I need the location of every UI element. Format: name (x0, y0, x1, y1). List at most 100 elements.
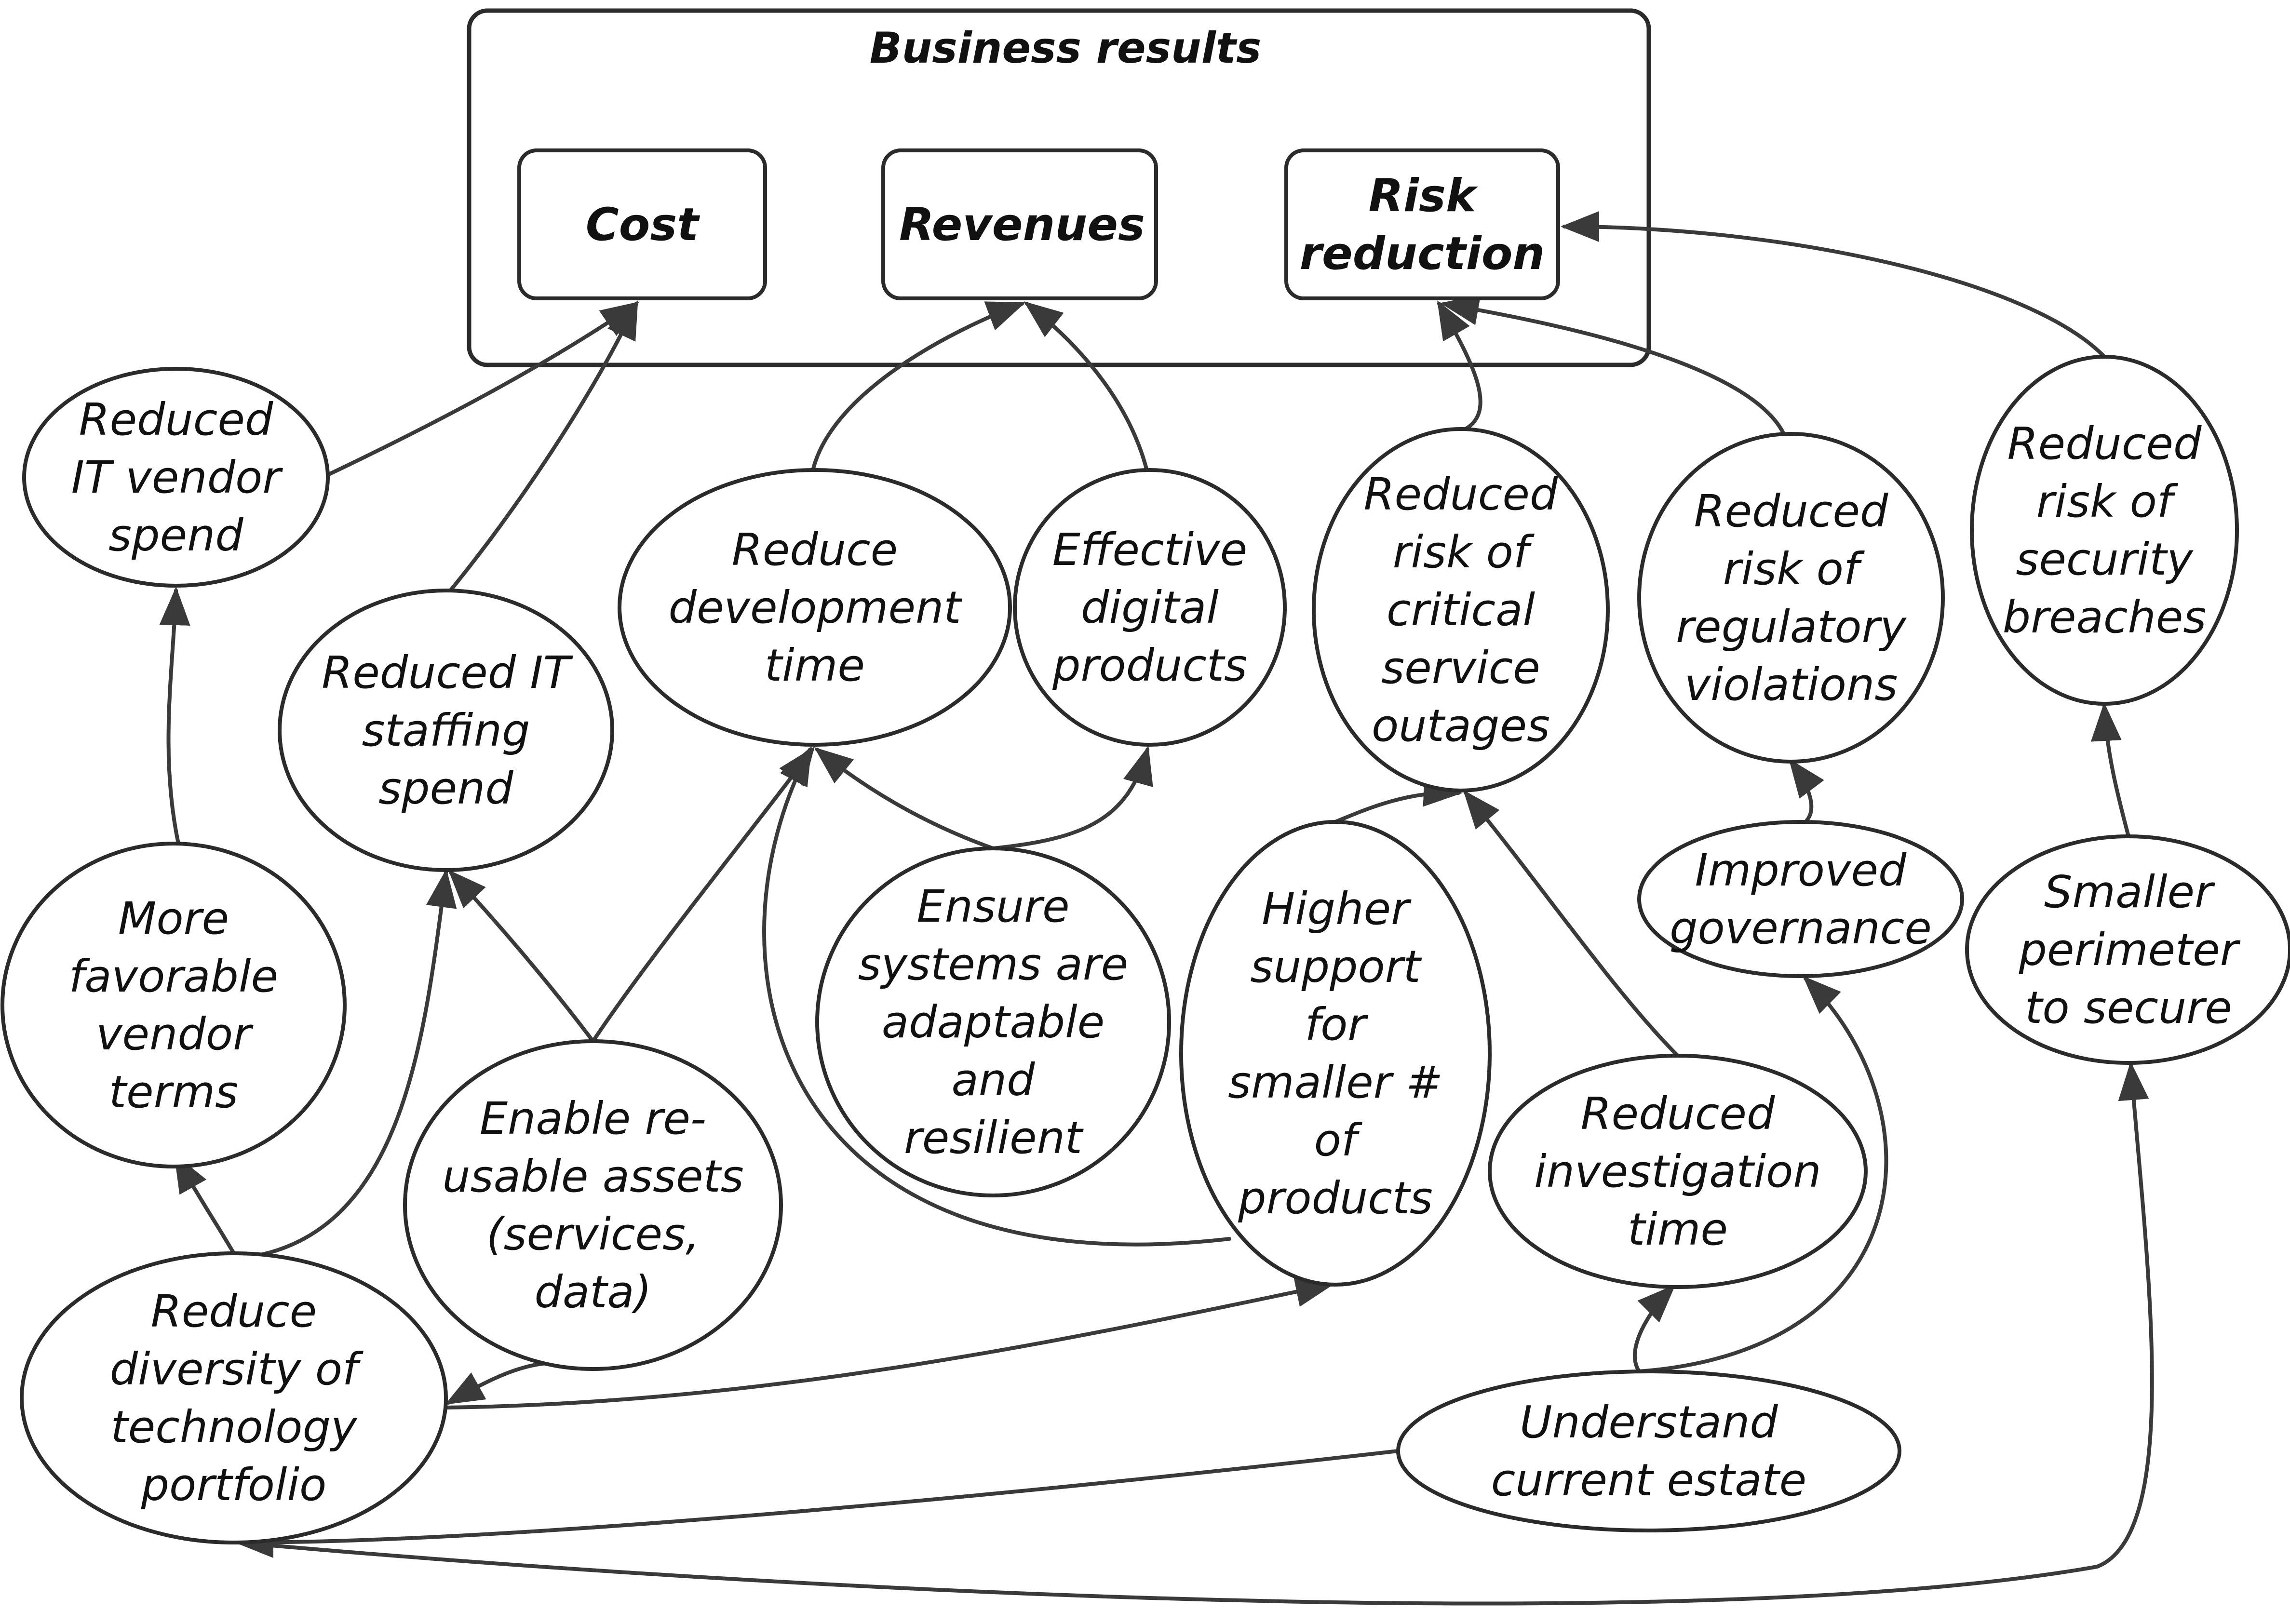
node-label-line: current estate (1491, 1454, 1806, 1506)
node-label-line: resilient (904, 1112, 1084, 1164)
node-label-line: Reduce (732, 524, 898, 576)
node-label-line: Reduced (1581, 1088, 1775, 1140)
node-label-line: support (1250, 941, 1422, 993)
node-label-line: smaller # (1228, 1057, 1443, 1108)
node-label-line: products (1238, 1172, 1433, 1224)
edge-arrow (1789, 758, 1824, 824)
node-label-line: spend (108, 510, 243, 561)
node-label-line: Reduce (151, 1286, 317, 1337)
node-label: Reduced IT staffing spend (322, 647, 573, 814)
business-results-title: Business results (870, 23, 1262, 73)
node-label-line: Reduced (1364, 469, 1558, 520)
node-reduced-it-staffing-spend[interactable]: Reduced IT staffing spend (278, 589, 614, 872)
node-label-line: time (1628, 1204, 1728, 1255)
node-label-line: digital (1081, 582, 1219, 633)
edge-arrow (444, 1276, 1334, 1409)
node-label-line: data) (534, 1266, 651, 1318)
edge-arrow (2090, 702, 2130, 838)
edge-arrow (1463, 790, 1680, 1058)
node-label-line: (services, (486, 1208, 700, 1260)
node-label-line: vendor (96, 1008, 254, 1060)
node-label-line: Reduced (79, 394, 273, 445)
node-label-line: technology (111, 1401, 358, 1453)
node-enable-reusable-assets[interactable]: Enable re-usable assets(services,data) (403, 1039, 783, 1371)
node-label: Cost (586, 199, 700, 251)
node-label-line: adaptable (882, 996, 1105, 1048)
node-reduce-diversity[interactable]: Reduce diversity of technology portfolio (20, 1251, 448, 1544)
node-label-line: Higher (1262, 883, 1412, 935)
node-label-line: risk of (1393, 526, 1535, 578)
edge-arrow (174, 1154, 236, 1255)
node-label-line: portfolio (141, 1459, 327, 1511)
node-label-line: Cost (586, 199, 700, 251)
node-label: Higher support for smaller # of products (1228, 883, 1443, 1224)
node-label-line: critical (1387, 584, 1536, 636)
node-label-line: spend (378, 763, 513, 814)
node-smaller-perimeter[interactable]: Smaller perimeter to secure (1965, 834, 2290, 1065)
node-label-line: Reduced (2007, 418, 2202, 470)
node-label-line: More (118, 893, 229, 944)
node-label-line: to secure (2025, 982, 2232, 1033)
business-results-box (467, 8, 1651, 367)
node-label-line: risk of (1723, 543, 1865, 595)
node-label-line: outages (1372, 700, 1550, 752)
node-label: Smaller perimeter to secure (2018, 866, 2240, 1033)
node-label-line: of (1314, 1114, 1362, 1166)
node-label: Reduced investigation time (1534, 1088, 1821, 1255)
edge-arrow (1024, 301, 1149, 474)
node-label-line: regulatory (1676, 601, 1907, 653)
node-label-line: and (951, 1054, 1035, 1106)
node-label-line: Reduced (1694, 485, 1888, 537)
edge-arrow (159, 587, 190, 846)
node-higher-support[interactable]: Higher support for smaller # of products (1179, 820, 1492, 1287)
edge-arrow (1632, 1284, 1676, 1373)
node-label: Reduce diversity of technology portfolio (110, 1286, 364, 1511)
node-label-line: perimeter (2018, 924, 2240, 976)
edge-arrow (235, 1449, 1400, 1558)
node-revenues[interactable]: Revenues (881, 148, 1158, 300)
edge-arrow (1437, 300, 1482, 433)
node-label-line: Smaller (2044, 866, 2215, 918)
business-results-group: Business results (467, 8, 1651, 367)
node-label-line: for (1305, 999, 1369, 1050)
edge-arrow (446, 300, 638, 595)
node-label-line: breaches (2003, 591, 2207, 643)
node-label-line: Effective (1052, 524, 1247, 576)
node-label-line: security (2016, 534, 2194, 585)
node-label-line: governance (1670, 902, 1932, 954)
edge-arrow (991, 746, 1153, 850)
node-label-line: diversity of (110, 1343, 364, 1395)
node-label-line: staffing (362, 705, 530, 756)
node-label-line: systems are (858, 939, 1129, 990)
node-label-line: reduction (1300, 228, 1545, 280)
edge-arrow (1637, 976, 1888, 1373)
edges (159, 211, 2154, 1606)
node-reduced-investigation-time[interactable]: Reduced investigation time (1488, 1054, 1868, 1289)
edge-arrow (810, 301, 1026, 474)
edge-arrow (237, 1061, 2154, 1606)
node-label-line: investigation (1534, 1146, 1821, 1197)
node-cost[interactable]: Cost (517, 148, 767, 300)
node-label-line: favorable (69, 951, 278, 1002)
node-label-line: Reduced IT (322, 647, 573, 698)
